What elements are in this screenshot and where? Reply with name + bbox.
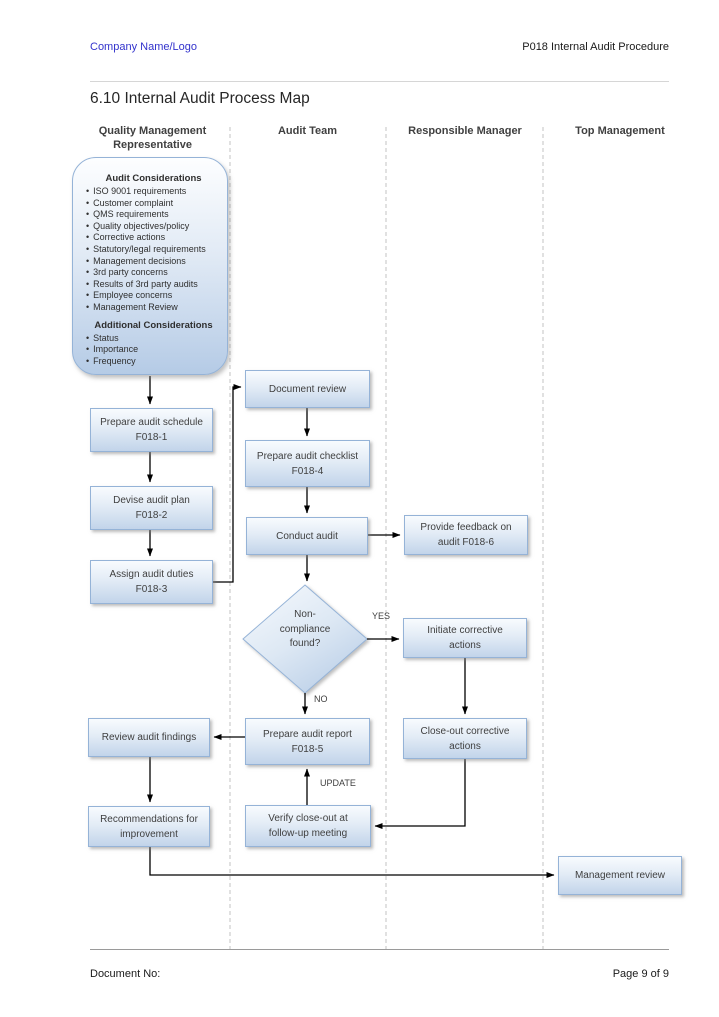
bullet-item: Corrective actions (86, 232, 221, 244)
bullet-item: Quality objectives/policy (86, 221, 221, 233)
lane-header-audit-team: Audit Team (277, 125, 338, 137)
bullet-item: QMS requirements (86, 209, 221, 221)
considerations-title: Audit Considerations (105, 173, 202, 184)
node-prepare-audit-report: Prepare audit report F018-5 (245, 718, 370, 765)
node-close-out-corrective-actions: Close-out corrective actions (403, 718, 527, 759)
lane-header-top-management: Top Management (575, 125, 665, 137)
node-management-review: Management review (558, 856, 682, 895)
footer-page-number: Page 9 of 9 (612, 968, 669, 980)
bullet-item: Results of 3rd party audits (86, 279, 221, 291)
bullet-item: Employee concerns (86, 290, 221, 302)
additional-considerations-title: Additional Considerations (94, 319, 213, 331)
edge-recommend-to-mgmtreview (149, 847, 555, 878)
node-provide-feedback: Provide feedback on audit F018-6 (404, 515, 528, 555)
node-prepare-audit-schedule: Prepare audit schedule F018-1 (90, 408, 213, 452)
node-recommendations-for-improvement: Recommendations for improvement (88, 806, 210, 847)
additional-considerations-list: StatusImportanceFrequency (86, 333, 221, 368)
lane-header-responsible-manager: Responsible Manager (408, 125, 522, 137)
considerations-list: ISO 9001 requirementsCustomer complaintQ… (86, 186, 221, 314)
bullet-item: Statutory/legal requirements (86, 244, 221, 256)
edge-label-yes: YES (372, 611, 391, 621)
lane-header-qmr: Quality Management Representative (98, 125, 207, 152)
document-title-header: P018 Internal Audit Procedure (522, 41, 669, 53)
header-divider (90, 81, 669, 82)
node-review-audit-findings: Review audit findings (88, 718, 210, 757)
decision-non-compliance-label: Non- compliance found? (279, 609, 331, 649)
edge-label-update: UPDATE (320, 778, 356, 788)
bullet-item: Frequency (86, 356, 221, 368)
bullet-item: Importance (86, 344, 221, 356)
bullet-item: Management decisions (86, 256, 221, 268)
bullet-item: ISO 9001 requirements (86, 186, 221, 198)
node-devise-audit-plan: Devise audit plan F018-2 (90, 486, 213, 530)
company-logo-link[interactable]: Company Name/Logo (90, 41, 198, 53)
bullet-item: Status (86, 333, 221, 345)
audit-considerations-box: Audit Considerations ISO 9001 requiremen… (72, 157, 228, 375)
bullet-item: Customer complaint (86, 198, 221, 210)
node-conduct-audit: Conduct audit (246, 517, 368, 555)
node-initiate-corrective-actions: Initiate corrective actions (403, 618, 527, 658)
edge-assign-to-docreview (213, 384, 242, 583)
edge-label-no: NO (314, 694, 328, 704)
bullet-item: Management Review (86, 302, 221, 314)
node-verify-close-out: Verify close-out at follow-up meeting (245, 805, 371, 847)
footer-divider (90, 949, 669, 950)
bullet-item: 3rd party concerns (86, 267, 221, 279)
footer-document-no: Document No: (90, 968, 161, 980)
node-assign-audit-duties: Assign audit duties F018-3 (90, 560, 213, 604)
page-title: 6.10 Internal Audit Process Map (90, 90, 310, 107)
node-document-review: Document review (245, 370, 370, 408)
edge-closeout-to-verify (374, 759, 466, 829)
node-prepare-audit-checklist: Prepare audit checklist F018-4 (245, 440, 370, 487)
